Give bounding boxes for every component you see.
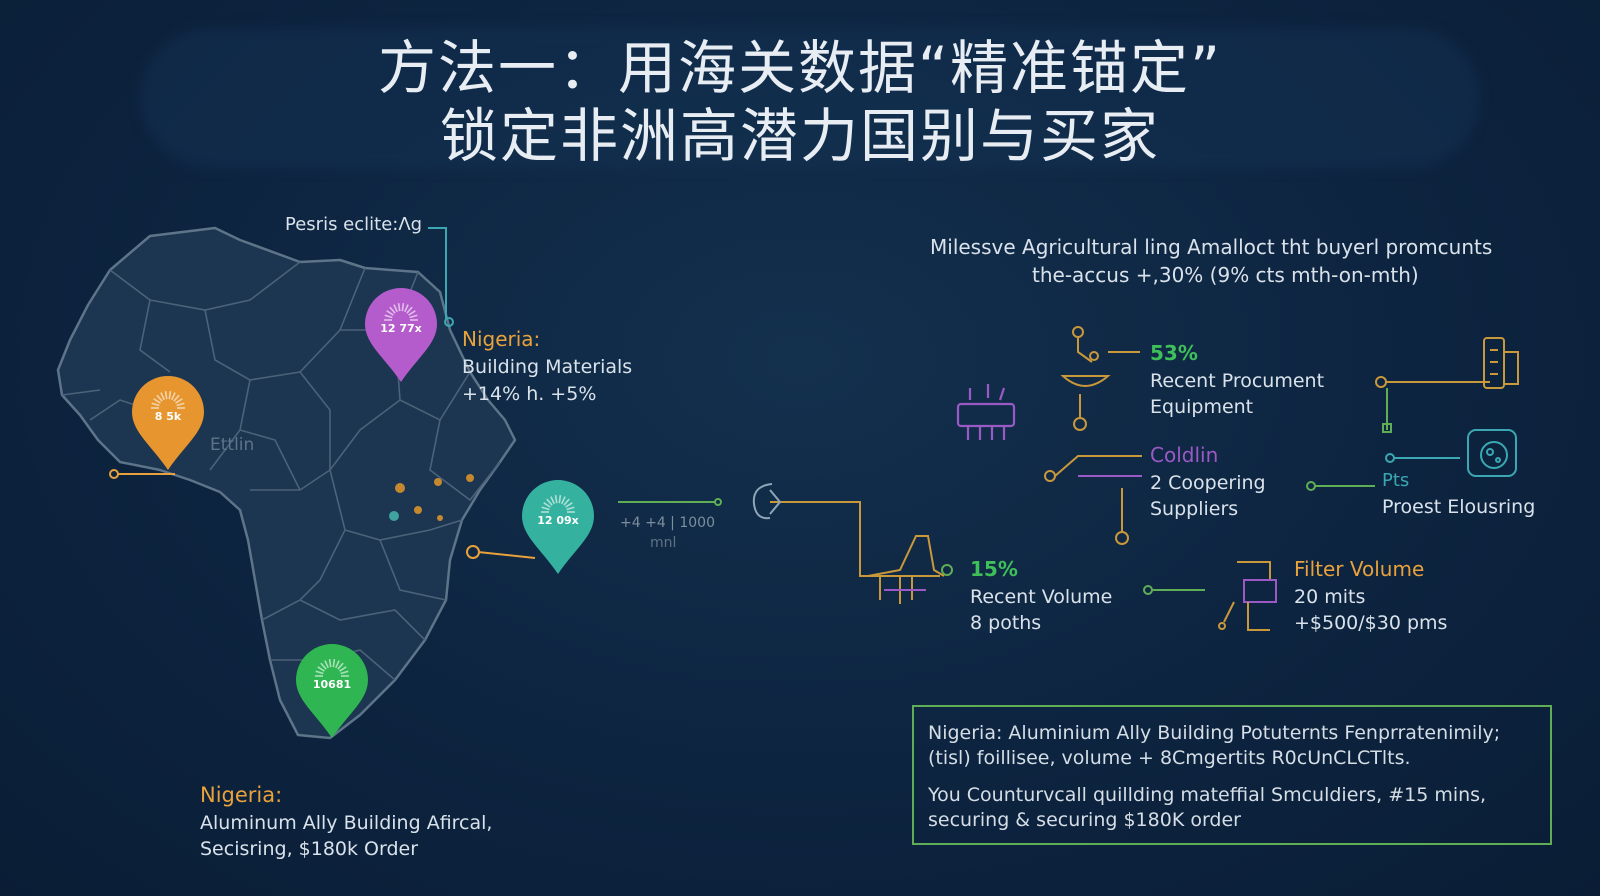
pin-ray [153,398,161,404]
pin-teal: 12 09x [522,480,594,574]
pin-ray [543,502,551,508]
metric-label-1: 2 Coopering [1150,472,1266,494]
pin-ray [401,303,405,312]
pin-ray [406,306,413,314]
refresh-icon [752,483,782,520]
pin-ray [173,394,180,402]
pin-ray [397,303,401,312]
nigeria-bottom-heading: Nigeria: [200,783,283,807]
metric-label-2: Equipment [1150,396,1254,418]
pin-ray [404,304,409,313]
pin-ray [337,662,344,670]
metric-label-2: 8 poths [970,612,1042,634]
teal-pin-note-2: mnl [650,535,677,551]
tap-icon [1218,561,1277,631]
metric-label-1: Recent Procument [1150,370,1325,392]
nigeria-top-heading: Nigeria: [462,327,541,351]
title-line-2: 锁定非洲高潜力国别与买家 [439,102,1160,170]
right-header-line1: Milessve Agricultural ling Amalloct tht … [930,235,1493,259]
map-top-label: Pesris eclite:Λg [285,214,423,235]
nigeria-bottom-line2: Secisring, $180k Order [200,838,419,860]
metric-label-2: +$500/$30 pms [1294,612,1448,634]
pin-marker-icon [296,644,368,738]
metric-value: Coldlin [1150,443,1219,467]
pin-value-label: 12 77x [380,322,422,335]
metric-value: 53% [1150,341,1198,365]
pin-ray [389,306,396,314]
tractor-icon [867,535,945,604]
pin-ray [317,666,325,672]
page-title: 方法一：用海关数据“精准锚定” 锁定非洲高潜力国别与买家 [0,34,1600,170]
pin-purple: 12 77x [365,288,437,382]
title-backdrop [140,28,1480,168]
pin-ray [541,506,550,511]
pin-ray [320,662,327,670]
pin-ray [339,666,347,672]
metric-label-1: Proest Elousring [1382,496,1536,518]
metric-value: Pts [1382,470,1410,491]
metric-value: Filter Volume [1294,557,1425,581]
pin-ray [563,498,570,506]
title-line-1: 方法一：用海关数据“精准锚定” [377,34,1223,102]
pin-ray [550,496,555,505]
pin-ray [324,660,329,669]
pin-ray [156,394,163,402]
map-marker-cluster [389,474,474,521]
callout-line-2: (tisl) foillisee, volume + 8Cmgertits R0… [928,747,1411,769]
pin-ray [566,506,575,511]
nigeria-bottom-line1: Aluminum Ally Building Afircal, [200,812,493,834]
bowl-icon [1060,326,1111,387]
summary-callout: Nigeria: Aluminium Ally Building Potuter… [912,705,1552,845]
metric-value: 15% [970,557,1018,581]
right-header-line2: the-accus +,30% (9% cts mth-on-mth) [1032,263,1419,287]
pin-marker-icon [131,375,205,470]
callout-line-4: securing & securing $180K order [928,809,1241,831]
pin-ray [565,502,573,508]
pin-ray [315,670,324,675]
callout-line-1: Nigeria: Aluminium Ally Building Potuter… [928,722,1501,744]
pin-ray [160,392,165,401]
nigeria-top-line2: +14% h. +5% [462,383,597,405]
pin-marker-icon [522,480,594,574]
pin-ray [386,310,394,316]
pin-value-label: 8 5k [155,410,182,423]
pin-ray [554,495,558,504]
pin-value-label: 10681 [313,678,351,691]
pin-ray [384,314,393,319]
pin-ray [408,310,416,316]
pin-ray [175,398,183,404]
pin-ray [176,402,185,407]
equipment-icon [956,384,1016,440]
machine-icon [1483,337,1519,389]
pin-orange: 8 5k [131,375,205,470]
pin-green: 10681 [296,644,368,738]
pin-ray [328,659,332,668]
pin-ray [558,495,562,504]
washer-icon [1467,429,1517,477]
pin-ray [168,391,172,400]
pin-ray [335,660,340,669]
pin-ray [409,314,418,319]
teal-pin-note: +4 +4 | 1000 [620,515,715,531]
pin-ray [332,659,336,668]
pin-ray [393,304,398,313]
callout-line-3: You Counturvcall quillding mateffial Smc… [928,784,1487,806]
metric-label-2: Suppliers [1150,498,1239,520]
pin-value-label: 12 09x [537,514,579,527]
pin-ray [151,402,160,407]
metric-label-1: 20 mits [1294,586,1366,608]
connector-lines [109,227,1490,595]
pin-ray [561,496,566,505]
map-inner-label: Ettlin [210,435,255,455]
map-pins: 12 77x 8 5k 12 09x 10681 [131,288,594,738]
pin-ray [171,392,176,401]
metric-label-1: Recent Volume [970,586,1113,608]
nigeria-top-line1: Building Materials [462,356,633,378]
pin-ray [340,670,349,675]
pin-ray [546,498,553,506]
pin-ray [164,391,168,400]
pin-marker-icon [365,288,437,382]
